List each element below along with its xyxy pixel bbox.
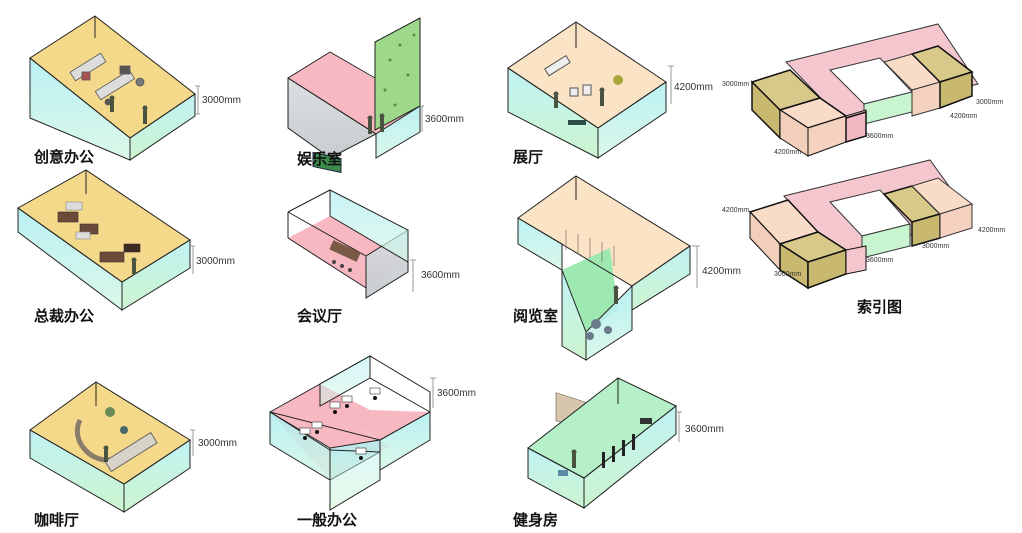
index-bottom-dim-1: 4200mm: [722, 207, 749, 214]
dim-president: 3000mm: [190, 245, 235, 274]
index-top-dims: 3000mm 4200mm 3600mm 4200mm 3000mm: [722, 81, 1003, 156]
dim-gym: 3600mm: [676, 411, 724, 442]
dim-reading: 4200mm: [692, 245, 741, 288]
index-top-dim-1: 3000mm: [722, 81, 749, 88]
room-president-office: [17, 169, 191, 311]
dim-exhibition-label: 4200mm: [674, 82, 713, 93]
caption-recreation: 娱乐室: [297, 150, 343, 168]
room-meeting: [287, 189, 409, 299]
room-exhibition: [507, 21, 667, 159]
index-bottom-dim-4: 3000mm: [922, 243, 949, 250]
dim-gym-label: 3600mm: [685, 424, 724, 435]
caption-gym: 健身房: [513, 511, 559, 529]
room-cafe: [29, 381, 191, 513]
caption-reading: 阅览室: [513, 307, 559, 325]
dim-general: 3600mm: [430, 377, 476, 408]
dim-exhibition: 4200mm: [668, 65, 713, 104]
room-general-office: [268, 355, 431, 511]
furniture-workstations: [69, 52, 145, 106]
dim-cafe-label: 3000mm: [198, 438, 237, 449]
caption-president: 总裁办公: [34, 307, 95, 325]
index-top-dim-2: 4200mm: [774, 149, 801, 156]
index-top-dim-3: 3600mm: [866, 133, 893, 140]
dim-recreation: 3600mm: [420, 105, 464, 132]
dim-creative: 3000mm: [195, 85, 241, 115]
dim-meeting: 3600mm: [410, 259, 460, 292]
caption-exhibition: 展厅: [513, 148, 544, 166]
figure-people: [109, 95, 148, 124]
index-bottom-dim-2: 3000mm: [774, 271, 801, 278]
dim-creative-label: 3000mm: [202, 95, 241, 106]
dim-recreation-label: 3600mm: [425, 114, 464, 125]
index-top-dim-4: 4200mm: [950, 113, 977, 120]
caption-meeting: 会议厅: [297, 307, 343, 325]
caption-general: 一般办公: [297, 511, 358, 529]
room-creative-office: [29, 15, 196, 161]
caption-cafe: 咖啡厅: [34, 511, 80, 529]
dim-general-label: 3600mm: [437, 388, 476, 399]
dim-meeting-label: 3600mm: [421, 270, 460, 281]
caption-creative: 创意办公: [34, 148, 95, 166]
dim-president-label: 3000mm: [196, 256, 235, 267]
index-map-bottom: [748, 159, 974, 290]
dim-cafe: 3000mm: [190, 429, 237, 456]
room-gym: [527, 377, 677, 510]
index-top-dim-5: 3000mm: [976, 99, 1003, 106]
index-map-top: [750, 23, 979, 157]
index-bottom-dims: 4200mm 3000mm 3600mm 3000mm 4200mm: [722, 207, 1005, 278]
caption-index-map: 索引图: [857, 298, 903, 316]
dim-reading-label: 4200mm: [702, 266, 741, 277]
index-bottom-dim-3: 3600mm: [866, 257, 893, 264]
index-bottom-dim-5: 4200mm: [978, 227, 1005, 234]
room-recreation: [287, 17, 421, 174]
